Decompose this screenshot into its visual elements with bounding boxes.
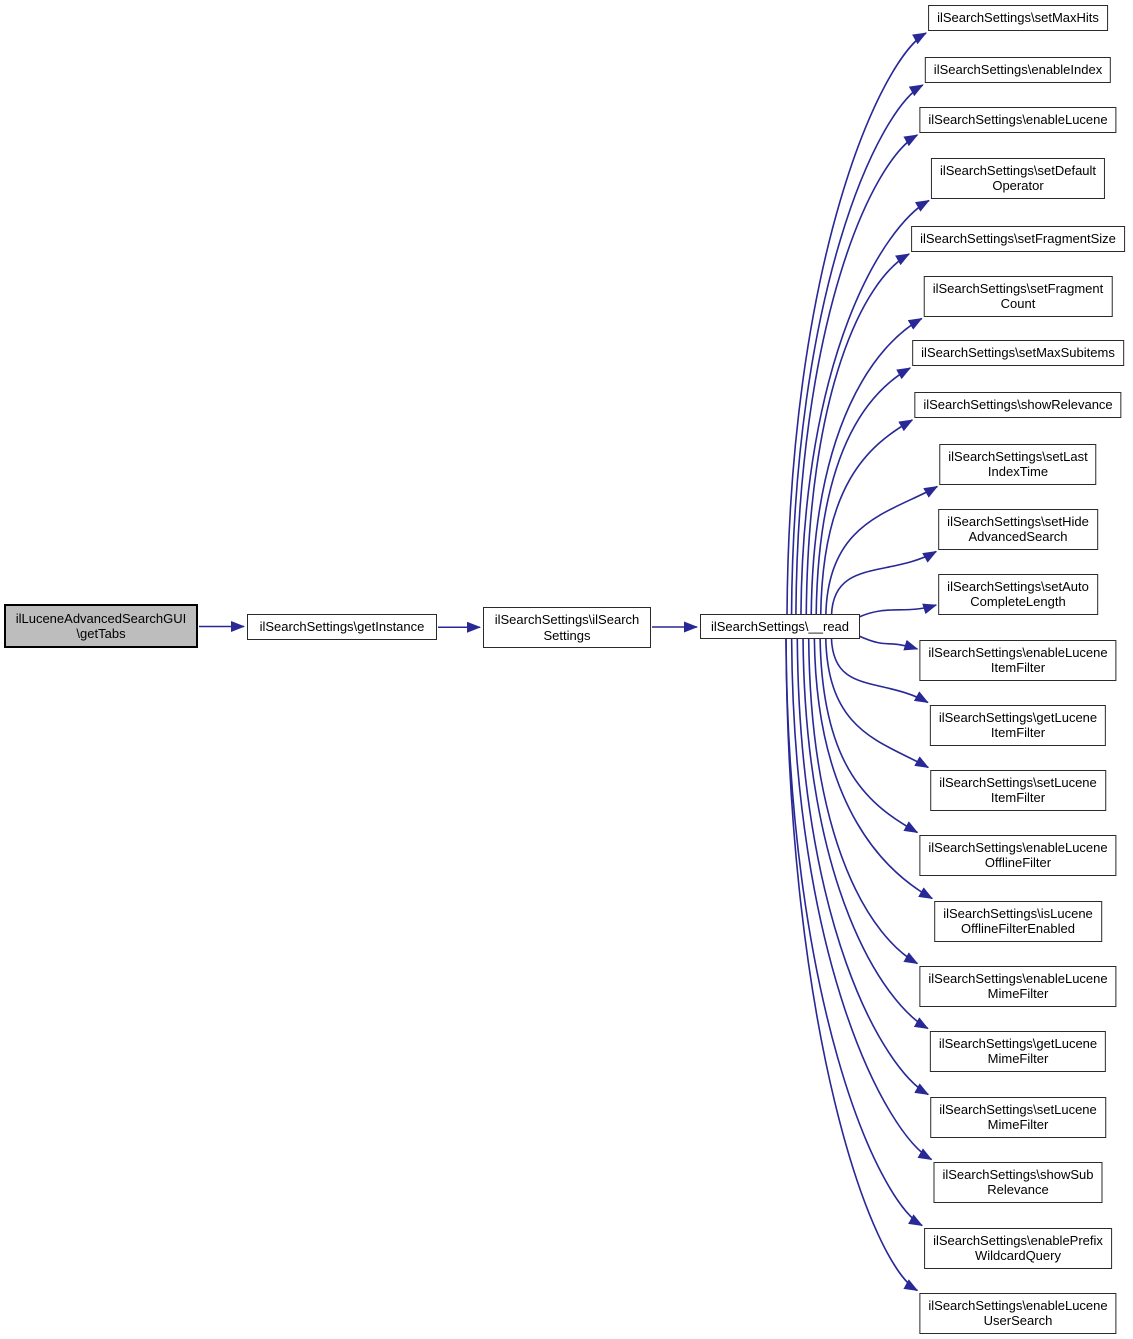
- edge-read-to-showRelevance: [819, 419, 914, 616]
- edge-read-to-enableLuceneItemFilter: [858, 635, 919, 651]
- node-getLuceneItemFilter[interactable]: ilSearchSettings\getLucene ItemFilter: [929, 704, 1107, 746]
- node-setDefaultOperator[interactable]: ilSearchSettings\setDefault Operator: [930, 157, 1106, 199]
- edge-read-to-getLuceneItemFilter: [830, 637, 929, 704]
- node-getTabs: ilLuceneAdvancedSearchGUI \getTabs: [4, 604, 198, 648]
- edge-read-to-setFragmentCount: [810, 317, 923, 616]
- edge-read-to-setAutoCompleteLength: [858, 603, 938, 618]
- node-setFragmentSize[interactable]: ilSearchSettings\setFragmentSize: [911, 226, 1125, 252]
- edge-read-to-enableLuceneUserSearch: [785, 637, 919, 1292]
- node-setHideAdvancedSearch[interactable]: ilSearchSettings\setHide AdvancedSearch: [938, 508, 1098, 550]
- edge-read-to-setMaxSubitems: [815, 367, 912, 616]
- node-enableLuceneOfflineFilter[interactable]: ilSearchSettings\enableLucene OfflineFil…: [919, 834, 1117, 876]
- edge-read-to-setDefaultOperator: [800, 199, 930, 616]
- node-setMaxHits[interactable]: ilSearchSettings\setMaxHits: [928, 5, 1108, 31]
- edge-read-to-setLuceneItemFilter: [824, 637, 930, 769]
- edge-read-to-enablePrefixWildcardQuery: [785, 637, 923, 1227]
- node-getLuceneMimeFilter[interactable]: ilSearchSettings\getLucene MimeFilter: [929, 1030, 1107, 1072]
- edge-read-to-setLastIndexTime: [825, 485, 939, 616]
- node-enableLucene[interactable]: ilSearchSettings\enableLucene: [919, 107, 1117, 133]
- edge-read-to-enableLuceneMimeFilter: [807, 637, 919, 965]
- node-setMaxSubitems[interactable]: ilSearchSettings\setMaxSubitems: [912, 340, 1124, 366]
- edge-read-to-getLuceneMimeFilter: [802, 637, 929, 1030]
- node-enableLuceneMimeFilter[interactable]: ilSearchSettings\enableLucene MimeFilter: [919, 965, 1117, 1007]
- edge-read-to-isLuceneOfflineFilterEnabled: [813, 637, 934, 900]
- edge-read-to-showSubRelevance: [790, 637, 933, 1161]
- node-read[interactable]: ilSearchSettings\__read: [700, 614, 860, 639]
- node-setLuceneMimeFilter[interactable]: ilSearchSettings\setLucene MimeFilter: [930, 1096, 1106, 1138]
- node-setFragmentCount[interactable]: ilSearchSettings\setFragment Count: [923, 275, 1113, 317]
- node-enableLuceneUserSearch[interactable]: ilSearchSettings\enableLucene UserSearch: [919, 1292, 1117, 1334]
- edge-read-to-enableIndex: [790, 84, 924, 616]
- edge-read-to-enableLucene: [795, 134, 919, 616]
- node-setLastIndexTime[interactable]: ilSearchSettings\setLast IndexTime: [939, 443, 1097, 485]
- node-showRelevance[interactable]: ilSearchSettings\showRelevance: [914, 392, 1122, 418]
- edge-read-to-setFragmentSize: [805, 253, 910, 616]
- node-setLuceneItemFilter[interactable]: ilSearchSettings\setLucene ItemFilter: [930, 769, 1106, 811]
- node-enablePrefixWildcardQuery[interactable]: ilSearchSettings\enablePrefix WildcardQu…: [924, 1227, 1112, 1269]
- node-ilSearchSettings[interactable]: ilSearchSettings\ilSearch Settings: [483, 607, 651, 648]
- node-getInstance[interactable]: ilSearchSettings\getInstance: [247, 614, 437, 640]
- node-enableIndex[interactable]: ilSearchSettings\enableIndex: [924, 57, 1112, 83]
- edge-read-to-setMaxHits: [786, 32, 927, 616]
- node-setAutoCompleteLength[interactable]: ilSearchSettings\setAuto CompleteLength: [938, 573, 1098, 615]
- node-showSubRelevance[interactable]: ilSearchSettings\showSub Relevance: [933, 1161, 1103, 1203]
- node-enableLuceneItemFilter[interactable]: ilSearchSettings\enableLucene ItemFilter: [919, 639, 1117, 681]
- node-isLuceneOfflineFilterEnabled[interactable]: ilSearchSettings\isLucene OfflineFilterE…: [934, 900, 1102, 942]
- edge-read-to-enableLuceneOfflineFilter: [819, 637, 919, 834]
- edge-read-to-setHideAdvancedSearch: [830, 550, 938, 616]
- edge-read-to-setLuceneMimeFilter: [796, 637, 930, 1096]
